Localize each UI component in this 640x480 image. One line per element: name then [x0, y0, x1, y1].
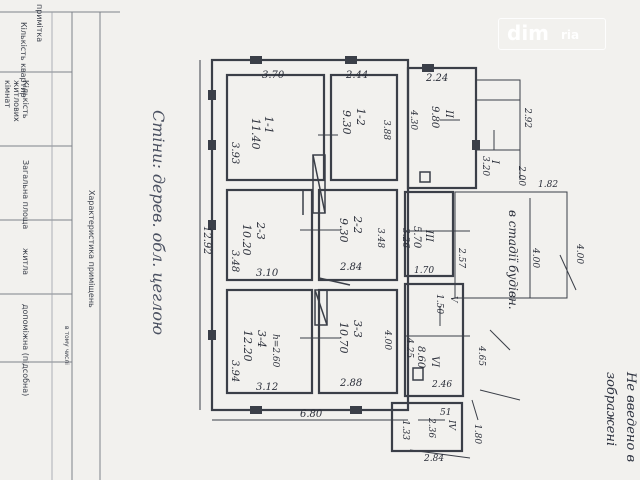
annex-ii-depth: 4.30 [408, 110, 418, 131]
dim-200: 2.00 [516, 166, 526, 187]
watermark: dim ria [498, 18, 606, 50]
room-1-2-width: 2.44 [346, 70, 369, 81]
unfinished-label: в стадії будівн. [506, 210, 520, 310]
table-frame [0, 11, 120, 480]
not-commissioned-note: Не введено в зображені [603, 372, 638, 463]
room-1-1-depth: 3.93 [229, 142, 240, 165]
annex-v-label: V [448, 296, 458, 303]
annex-iii-width: 1.70 [414, 266, 435, 276]
porch-iv-dim: 2.36 [426, 418, 436, 439]
room-1-1-width: 3.70 [262, 70, 285, 81]
room-3-3-depth: 4.00 [382, 330, 392, 351]
annex-ii-area: 9.80 [429, 106, 440, 129]
annex-vi-width: 2.46 [432, 380, 453, 390]
dim-400-b: 4.00 [574, 244, 584, 265]
room-2-2-area: 9.30 [337, 218, 350, 243]
room-3-4-area: 12.20 [241, 330, 254, 362]
annex-vi-label: VI [429, 356, 440, 368]
room-3-3-area: 10.70 [337, 322, 350, 354]
dim-292: 2.92 [522, 108, 532, 129]
ceiling-height: h=2.60 [270, 334, 280, 368]
watermark-suffix: ria [561, 28, 580, 42]
total-length: 12.92 [201, 226, 212, 255]
total-width: 6.80 [300, 409, 323, 420]
room-2-2-width: 2.84 [340, 262, 363, 273]
dim-182: 1.82 [538, 180, 559, 190]
dim-284: 2.84 [424, 454, 445, 464]
dim-465: 4.65 [476, 346, 486, 367]
room-3-3-id: 3-3 [351, 320, 364, 338]
room-2-2-id: 2-2 [351, 216, 364, 234]
porch-iv-label: IV [446, 420, 456, 431]
porch-i-dim: 3.20 [480, 156, 490, 177]
dim-180: 1.80 [472, 424, 482, 445]
room-2-2-depth: 3.48 [375, 228, 385, 249]
annex-iii-depth: 3.26 [400, 228, 410, 249]
annex-ii-width: 2.24 [426, 73, 449, 84]
dim-51: 51 [440, 408, 452, 418]
annex-v-area: 1.50 [434, 294, 444, 315]
room-3-4-width: 3.12 [256, 382, 279, 393]
room-1-1-id: 1-1 [262, 116, 275, 134]
annex-ii-label: II [443, 110, 454, 118]
room-2-3-depth: 3.48 [229, 250, 240, 273]
annex-vi-area: 8.60 [415, 346, 426, 369]
annex-vi-depth: 4.25 [404, 338, 414, 359]
walls-note: Стіни: дерев. обл. цеглою [149, 110, 168, 336]
annex-iii-area: 5.70 [411, 226, 422, 249]
room-2-3-width: 3.10 [256, 268, 279, 279]
room-2-3-area: 10.20 [240, 224, 253, 256]
room-1-2-id: 1-2 [354, 108, 367, 126]
dim-400-a: 4.00 [530, 248, 540, 269]
annex-iii-label: III [423, 230, 434, 242]
dim-257: 2.57 [456, 248, 466, 269]
watermark-brand: dim [507, 21, 550, 45]
dim-133: 1.33 [400, 420, 410, 441]
porch-i-label: I [489, 160, 500, 164]
room-3-4-depth: 3.94 [229, 360, 240, 383]
room-1-1-area: 11.40 [249, 118, 262, 150]
room-1-2-area: 9.30 [340, 110, 353, 135]
room-2-3-id: 2-3 [254, 222, 267, 240]
room-1-2-depth: 3.88 [381, 120, 391, 141]
room-3-4-id: 3-4 [255, 330, 268, 348]
room-3-3-width: 2.88 [340, 378, 363, 389]
